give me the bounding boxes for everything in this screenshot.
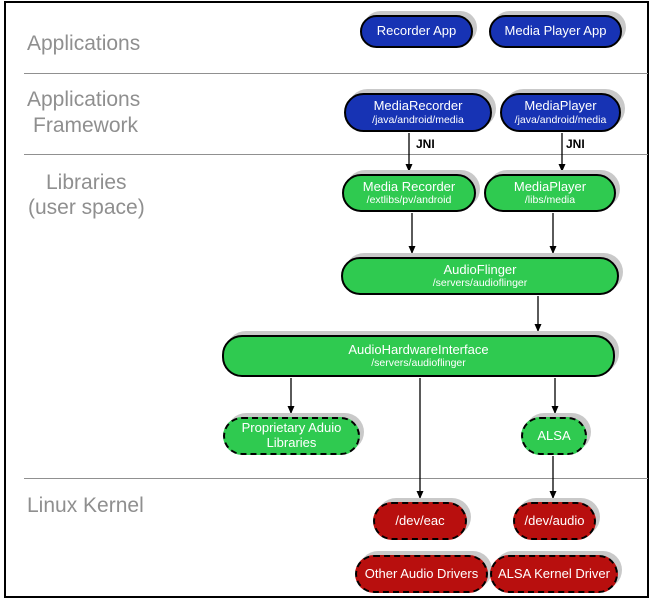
node-path: /servers/audioflinger — [371, 357, 466, 370]
node-other-audio-drivers: Other Audio Drivers — [355, 555, 488, 593]
section-label-applications: Applications — [27, 32, 141, 55]
node-dev-audio: /dev/audio — [513, 502, 596, 540]
node-path: /libs/media — [524, 194, 576, 207]
node-label: Media Player App — [504, 23, 607, 39]
node-alsa: ALSA — [521, 417, 587, 455]
divider-framework-libraries — [24, 154, 648, 155]
node-title: MediaPlayer — [513, 178, 587, 194]
node-label: Recorder App — [376, 23, 457, 39]
node-media-player-app: Media Player App — [489, 15, 622, 48]
node-path: /extlibs/pv/android — [366, 194, 452, 207]
section-label-framework-line1: Applications — [27, 88, 141, 111]
node-label-line2: Libraries — [266, 435, 317, 450]
jni-label-right: JNI — [566, 137, 585, 151]
node-title: AudioHardwareInterface — [348, 341, 489, 357]
divider-applications-framework — [24, 73, 648, 74]
node-label: Other Audio Drivers — [364, 565, 479, 581]
node-mediaplayer-framework: MediaPlayer /java/android/media — [500, 93, 621, 132]
node-title: Media Recorder — [362, 178, 456, 194]
jni-label-left: JNI — [416, 137, 435, 151]
node-path: /java/android/media — [372, 113, 464, 126]
node-media-recorder-lib: Media Recorder /extlibs/pv/android — [342, 174, 476, 212]
node-audio-hardware-interface: AudioHardwareInterface /servers/audiofli… — [222, 335, 615, 377]
section-label-framework-line2: Framework — [33, 114, 139, 137]
node-title: MediaRecorder — [373, 98, 463, 113]
node-proprietary-audio-libraries: Proprietary Aduio Libraries — [223, 417, 360, 455]
node-mediarecorder-framework: MediaRecorder /java/android/media — [344, 93, 492, 132]
node-label: /dev/eac — [395, 512, 445, 528]
node-recorder-app: Recorder App — [360, 15, 473, 48]
node-title: AudioFlinger — [443, 261, 517, 277]
node-alsa-kernel-driver: ALSA Kernel Driver — [490, 555, 618, 593]
node-path: /servers/audioflinger — [432, 277, 528, 290]
node-label: /dev/audio — [524, 512, 585, 528]
node-audioflinger: AudioFlinger /servers/audioflinger — [341, 257, 619, 295]
node-mediaplayer-lib: MediaPlayer /libs/media — [484, 174, 616, 212]
node-label-line1: Proprietary Aduio — [241, 420, 342, 436]
section-label-libraries-line2: (user space) — [28, 196, 145, 219]
diagram-frame — [4, 1, 649, 598]
section-label-linux-kernel: Linux Kernel — [27, 494, 144, 517]
node-title: MediaPlayer — [524, 98, 597, 113]
node-label: ALSA — [537, 427, 571, 443]
node-path: /java/android/media — [514, 113, 607, 126]
node-dev-eac: /dev/eac — [373, 502, 467, 540]
node-label: ALSA Kernel Driver — [498, 565, 610, 581]
section-label-libraries-line1: Libraries — [46, 171, 127, 194]
divider-libraries-kernel — [24, 478, 648, 479]
